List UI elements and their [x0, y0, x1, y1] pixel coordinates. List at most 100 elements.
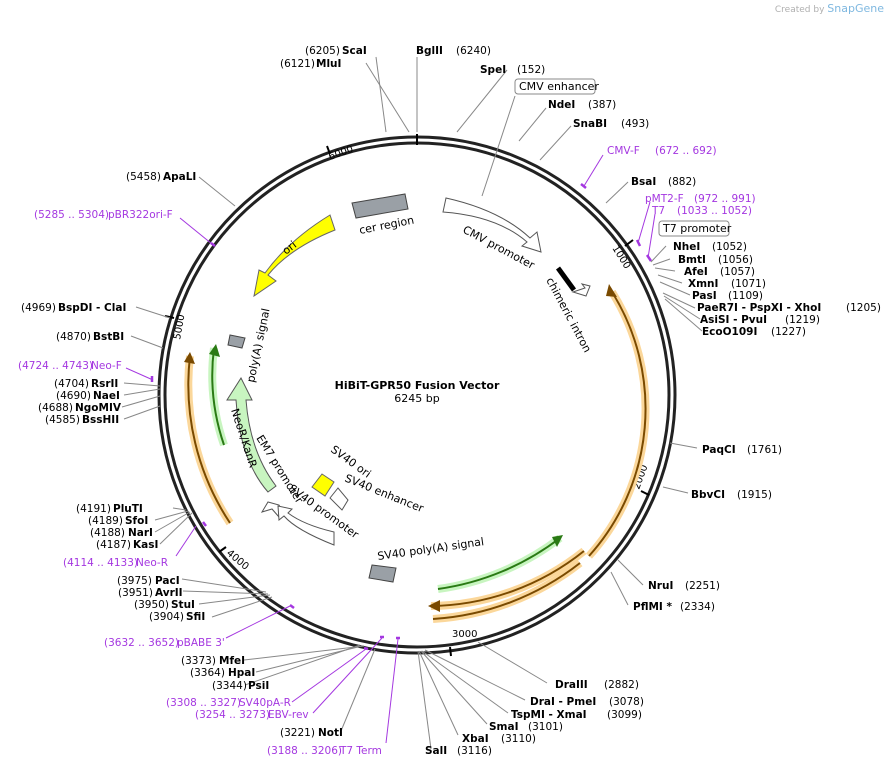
enzyme-rsrii: RsrII [91, 378, 118, 390]
enzyme-pos-stui: (3950) [134, 599, 169, 611]
enzyme-pos-draiii: (2882) [604, 679, 639, 691]
enzyme-bmti: BmtI [678, 254, 706, 266]
boxed-label-cmv-enhancer-text: CMV enhancer [519, 80, 599, 93]
enzyme-ndei: NdeI [548, 99, 575, 111]
enzyme-pos-xmni: (1071) [731, 278, 766, 290]
primer-range-neo-r: (4114 .. 4133) [63, 557, 138, 569]
enzyme-pos-nrui: (2251) [685, 580, 720, 592]
enzyme-pos-paqci: (1761) [747, 444, 782, 456]
tick-6000: 6000 [327, 144, 355, 163]
enzyme-pos-bsshii: (4585) [45, 414, 80, 426]
enzyme-smai: SmaI [489, 721, 519, 733]
primer-pmt2-f: pMT2-F [645, 193, 684, 205]
feature-sv40-enhancer: SV40 enhancer [329, 472, 426, 516]
enzyme-pos-smai: (3101) [528, 721, 563, 733]
enzyme-bstbi: BstBI [93, 331, 124, 343]
enzyme-bspdi-clai: BspDI - ClaI [58, 302, 126, 314]
enzyme-xmni: XmnI [688, 278, 718, 290]
enzyme-pos-bmti: (1056) [718, 254, 753, 266]
primer-neo-f: Neo-F [91, 360, 122, 372]
feature-label-sv40-enhancer: SV40 enhancer [343, 472, 426, 516]
orf-orange-bottom [428, 547, 587, 623]
enzyme-scai: ScaI [342, 45, 367, 57]
enzyme-xbai: XbaI [462, 733, 489, 745]
tick-3000: 3000 [452, 629, 477, 640]
enzyme-pos-sfii: (3904) [149, 611, 184, 623]
enzyme-labels: (6205) ScaI (6121) MluI BglII (6240) Spe… [21, 45, 881, 757]
enzyme-hpai: HpaI [228, 667, 255, 679]
feature-cer-region: cer region [351, 193, 415, 237]
primer-range-neo-f: (4724 .. 4743) [18, 360, 93, 372]
enzyme-drai-pmei: DraI - PmeI [530, 696, 596, 708]
enzyme-draiii: DraIII [555, 679, 588, 691]
enzyme-mlui: MluI [316, 58, 341, 70]
primer-range-t7-term: (3188 .. 3206) [267, 745, 342, 757]
enzyme-bsshii: BssHII [82, 414, 119, 426]
enzyme-pos-avrii: (3951) [118, 587, 153, 599]
snapgene-credit: Created by SnapGene [775, 2, 884, 15]
boxed-label-cmv-enhancer: CMV enhancer [514, 78, 599, 95]
enzyme-pos-sali: (3116) [457, 745, 492, 757]
enzyme-sfoi: SfoI [125, 515, 148, 527]
enzyme-pos-pflmi: (2334) [680, 601, 715, 613]
enzyme-pflmi: PflMI * [633, 601, 672, 613]
enzyme-pos-xbai: (3110) [501, 733, 536, 745]
enzyme-pos-psii: (3344) [212, 680, 247, 692]
enzyme-pos-rsrii: (4704) [54, 378, 89, 390]
enzyme-pos-nari: (4188) [90, 527, 125, 539]
enzyme-pos-bsai: (882) [668, 176, 696, 188]
enzyme-sali: SalI [425, 745, 447, 757]
feature-label-polya-signal: poly(A) signal [244, 307, 272, 383]
enzyme-pos-mlui: (6121) [280, 58, 315, 70]
feature-neor-kanr: NeoR/KanR [226, 376, 277, 493]
enzyme-pos-kasi: (4187) [96, 539, 131, 551]
enzyme-avrii: AvrII [155, 587, 183, 599]
orf-green-left [208, 344, 228, 447]
tick-5000: 5000 [172, 314, 187, 341]
feature-cmv-promoter: CMV promoter [442, 197, 542, 272]
primer-leaders [125, 154, 656, 744]
enzyme-pluti: PluTI [113, 503, 143, 515]
enzyme-noti: NotI [318, 727, 343, 739]
feature-ori: ori [253, 214, 336, 298]
enzyme-mfei: MfeI [219, 655, 245, 667]
enzyme-pos-noti: (3221) [280, 727, 315, 739]
primer-range-t7: (1033 .. 1052) [677, 205, 752, 217]
enzyme-pos-bstbi: (4870) [56, 331, 91, 343]
primer-pbr322ori-f: pBR322ori-F [108, 209, 173, 221]
primer-t7: T7 [651, 205, 665, 217]
credit-prefix: Created by [774, 5, 825, 15]
primer-range-pbabe-3: (3632 .. 3652) [104, 637, 179, 649]
feature-polya-signal: poly(A) signal [227, 307, 273, 384]
enzyme-pos-apali: (5458) [126, 171, 161, 183]
enzyme-paer7i-pspxi-xhoi: PaeR7I - PspXI - XhoI [697, 302, 821, 314]
orf-orange-right [586, 284, 650, 559]
enzyme-pos-ndei: (387) [588, 99, 616, 111]
orf-green-bottom [437, 534, 563, 593]
primer-cmv-f: CMV-F [607, 145, 640, 157]
enzyme-pos-naei: (4690) [56, 390, 91, 402]
enzyme-pos-scai: (6205) [305, 45, 340, 57]
enzyme-psii: PsiI [248, 680, 269, 692]
enzyme-spei: SpeI [480, 64, 506, 76]
enzyme-paci: PacI [155, 575, 180, 587]
enzyme-pos-paci: (3975) [117, 575, 152, 587]
tick-marks [164, 134, 650, 657]
map-size: 6245 bp [394, 392, 439, 405]
primer-range-cmv-f: (672 .. 692) [655, 145, 717, 157]
enzyme-stui: StuI [171, 599, 195, 611]
primer-ebv-rev: EBV-rev [268, 709, 309, 721]
enzyme-pasi: PasI [692, 290, 717, 302]
enzyme-pos-ngomiv: (4688) [38, 402, 73, 414]
enzyme-bglii: BglII [416, 45, 443, 57]
primer-labels: CMV-F (672 .. 692) pMT2-F (972 .. 991) T… [18, 145, 756, 757]
feature-sv40-polya-signal: SV40 poly(A) signal [368, 535, 485, 583]
leader-lines [121, 56, 703, 750]
enzyme-pos-ecoo109i: (1227) [771, 326, 806, 338]
enzyme-kasi: KasI [133, 539, 158, 551]
primer-range-sv40pa-r: (3308 .. 3327) [166, 697, 241, 709]
enzyme-pos-bspdi-clai: (4969) [21, 302, 56, 314]
enzyme-sfii: SfiI [186, 611, 205, 623]
primer-range-pmt2-f: (972 .. 991) [694, 193, 756, 205]
